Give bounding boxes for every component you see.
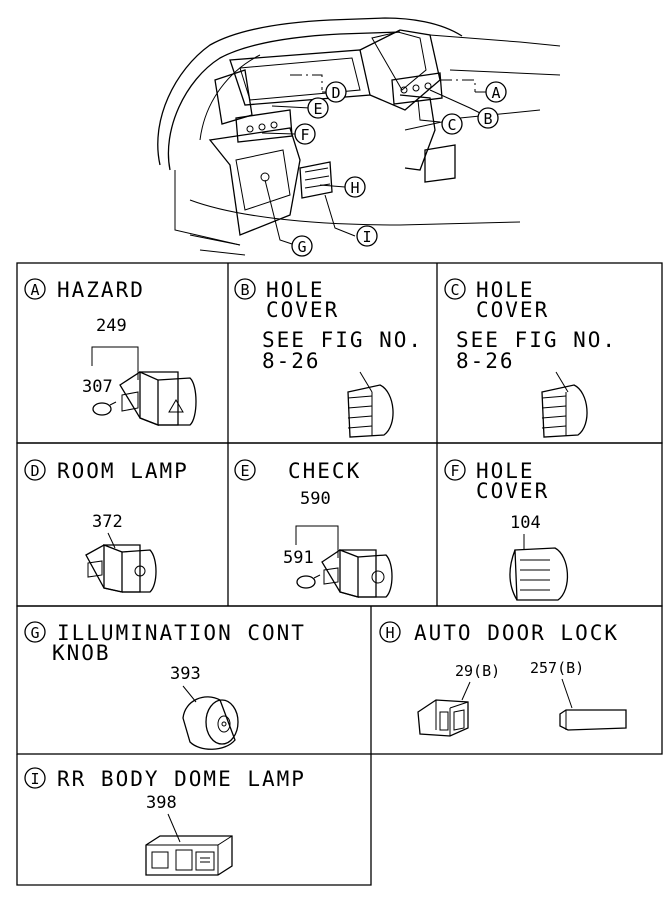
svg-text:KNOB: KNOB	[52, 641, 111, 665]
callout-i: I	[356, 225, 378, 247]
panel-f-hole-cover: F HOLE COVER 104	[444, 459, 569, 601]
svg-text:E: E	[313, 100, 322, 118]
callout-g: G	[291, 235, 313, 257]
svg-text:F: F	[300, 126, 309, 144]
svg-text:D: D	[30, 462, 39, 480]
part-number: 29(B)	[455, 662, 500, 680]
svg-text:G: G	[30, 624, 39, 642]
svg-text:A: A	[491, 84, 500, 102]
svg-text:D: D	[331, 84, 340, 102]
part-number: 393	[170, 664, 201, 684]
panel-a-title: HAZARD	[57, 278, 145, 302]
hazard-switch-icon	[119, 370, 197, 426]
dome-lamp-switch-icon	[145, 835, 233, 876]
svg-text:COVER: COVER	[476, 298, 549, 322]
svg-text:C: C	[447, 116, 456, 134]
svg-text:H: H	[385, 624, 394, 642]
callout-e: E	[307, 97, 329, 119]
svg-text:B: B	[483, 110, 492, 128]
hole-cover-icon	[509, 547, 569, 601]
callout-c: C	[441, 113, 463, 135]
callout-b: B	[477, 107, 499, 129]
svg-text:C: C	[450, 281, 459, 299]
svg-text:I: I	[362, 228, 371, 246]
svg-text:I: I	[30, 770, 39, 788]
panel-i-rr-body-dome-lamp: I RR BODY DOME LAMP 398	[24, 767, 306, 876]
knob-icon	[182, 696, 239, 750]
svg-text:A: A	[30, 281, 39, 299]
hole-cover-icon	[347, 384, 394, 438]
panel-g-title: ILLUMINATION CONT	[57, 621, 306, 645]
panel-a-hazard: A HAZARD 249 307	[24, 278, 197, 426]
part-number: 372	[92, 512, 123, 532]
svg-text:H: H	[350, 179, 359, 197]
panel-d-room-lamp: D ROOM LAMP 372	[24, 459, 189, 593]
svg-text:COVER: COVER	[266, 298, 339, 322]
svg-text:COVER: COVER	[476, 479, 549, 503]
panel-h-auto-door-lock: H AUTO DOOR LOCK 29(B) 257(B)	[379, 621, 627, 737]
svg-text:B: B	[240, 281, 249, 299]
bulb-icon	[92, 401, 117, 416]
see-fig-note: SEE FIG NO.	[456, 328, 617, 352]
check-switch-icon	[321, 549, 393, 598]
svg-text:G: G	[297, 238, 306, 256]
room-lamp-switch-icon	[85, 544, 157, 593]
part-number: 307	[82, 377, 113, 397]
panel-g-illumination: G ILLUMINATION CONT KNOB 393	[24, 621, 306, 750]
panel-d-title: ROOM LAMP	[57, 459, 189, 483]
svg-text:E: E	[240, 462, 249, 480]
panel-e-check: E CHECK 590 591	[234, 459, 393, 598]
blank-cover-icon	[559, 709, 627, 731]
svg-text:8-26: 8-26	[262, 349, 321, 373]
panel-c-hole-cover: C HOLE COVER SEE FIG NO. 8-26	[444, 278, 617, 438]
panel-e-title: CHECK	[288, 459, 361, 483]
part-number: 104	[510, 513, 541, 533]
callout-h: H	[344, 176, 366, 198]
panel-i-title: RR BODY DOME LAMP	[57, 767, 306, 791]
part-number: 249	[96, 316, 127, 336]
svg-text:8-26: 8-26	[456, 349, 515, 373]
svg-text:F: F	[450, 462, 459, 480]
part-number: 257(B)	[530, 659, 584, 677]
door-lock-switch-icon	[417, 699, 469, 737]
see-fig-note: SEE FIG NO.	[262, 328, 423, 352]
callout-f: F	[294, 123, 316, 145]
panel-f-title: HOLE	[476, 459, 535, 483]
panel-b-hole-cover: B HOLE COVER SEE FIG NO. 8-26	[234, 278, 423, 438]
part-number: 590	[300, 489, 331, 509]
part-number: 398	[146, 793, 177, 813]
dashboard-overview: A B C D E F G H	[157, 17, 561, 257]
callout-a: A	[485, 81, 507, 103]
hole-cover-icon	[541, 384, 588, 438]
panel-c-title: HOLE	[476, 278, 535, 302]
panel-h-title: AUTO DOOR LOCK	[414, 621, 619, 645]
panel-b-title: HOLE	[266, 278, 325, 302]
bulb-icon	[296, 574, 321, 589]
callout-d: D	[325, 81, 347, 103]
part-number: 591	[283, 548, 314, 568]
parts-grid	[16, 262, 663, 886]
